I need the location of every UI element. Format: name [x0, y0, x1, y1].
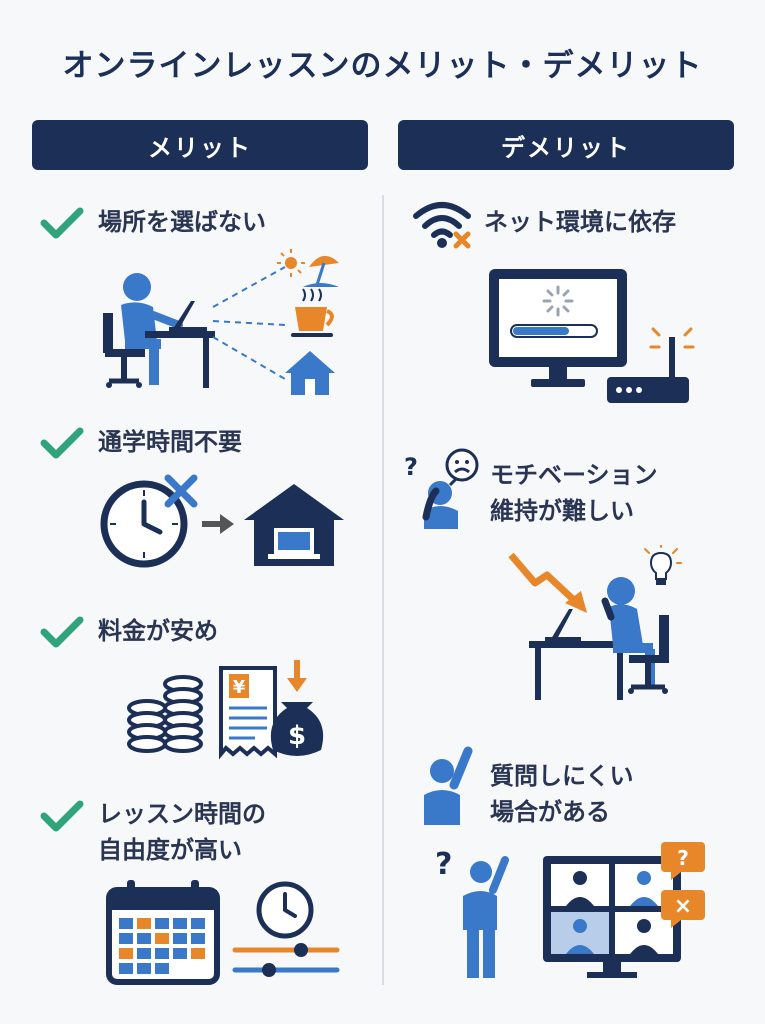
question-bubble-icon: ?	[677, 846, 689, 870]
merit-item-location-label: 場所を選ばない	[98, 208, 266, 236]
check-icon	[40, 207, 84, 239]
demerit-item-questions-label-line1: 質問しにくい	[490, 762, 634, 790]
demerit-item-motivation-label-line1: モチベーション	[490, 461, 658, 489]
merit-item-commute-label: 通学時間不要	[98, 428, 242, 456]
page-title: オンラインレッスンのメリット・デメリット	[62, 48, 703, 84]
coins-receipt-illustration: ¥ $	[127, 660, 324, 760]
demerit-item-questions-label-line2: 場合がある	[490, 798, 610, 826]
yen-icon: ¥	[233, 677, 246, 698]
dollar-icon: $	[288, 721, 306, 751]
merit-item-flexibility-label-line1: レッスン時間の	[98, 800, 266, 828]
question-mark-icon: ?	[404, 453, 418, 481]
declining-motivation-illustration	[508, 545, 682, 700]
check-icon	[40, 800, 84, 832]
demerit-header: デメリット	[398, 120, 734, 170]
merit-item-price-label: 料金が安め	[98, 617, 218, 645]
raised-hand-icon	[424, 746, 473, 825]
check-icon	[40, 616, 84, 648]
monitor-router-illustration	[489, 269, 695, 403]
calendar-schedule-illustration	[106, 880, 340, 985]
demerit-item-network-label: ネット環境に依存	[484, 208, 676, 236]
question-mark-icon: ?	[435, 847, 452, 882]
merit-item-flexibility-label-line2: 自由度が高い	[98, 836, 242, 864]
column-divider	[382, 195, 384, 985]
wifi-error-icon	[413, 202, 471, 249]
video-meeting-illustration: ? ? ×	[435, 842, 705, 978]
cross-bubble-icon: ×	[674, 894, 692, 919]
check-icon	[40, 427, 84, 459]
clock-to-home-illustration	[100, 474, 344, 568]
demerit-item-motivation-label-line2: 維持が難しい	[490, 497, 634, 525]
remote-work-illustration	[103, 249, 339, 395]
merit-header: メリット	[32, 120, 368, 170]
confused-person-icon: ?	[404, 448, 479, 529]
